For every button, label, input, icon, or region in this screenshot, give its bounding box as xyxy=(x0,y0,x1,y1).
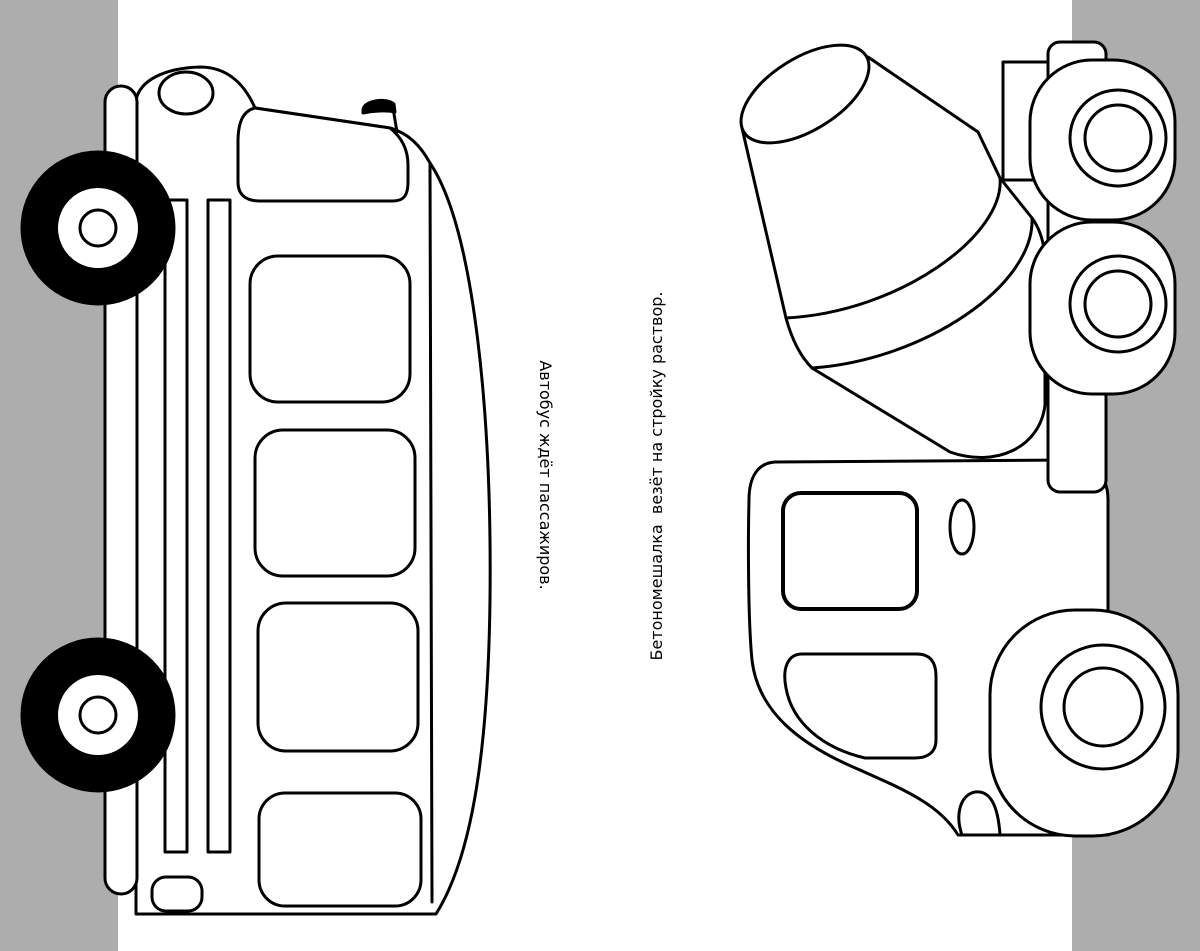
bus-window xyxy=(253,428,417,578)
bus-stripe xyxy=(163,198,189,854)
mixer-hub xyxy=(1083,269,1153,339)
bus-drawing xyxy=(20,65,492,916)
mixer-door-handle xyxy=(948,498,976,556)
bus-side-crease xyxy=(428,161,434,904)
bus-windshield xyxy=(236,106,410,203)
bus-window xyxy=(256,601,420,753)
mixer-drum xyxy=(740,55,1047,459)
mixer-lower-window xyxy=(783,652,938,760)
mixer-cab-window xyxy=(781,491,919,611)
bus-caption: Автобус ждёт пассажиров. xyxy=(536,360,555,590)
left-gray-band xyxy=(0,0,118,951)
mixer-drum-band-bottom xyxy=(810,216,1034,370)
bus-hub xyxy=(78,695,118,735)
bus-rear-light xyxy=(150,875,204,913)
mixer-rear-wheel xyxy=(1028,220,1177,396)
mixer-drum-opening xyxy=(739,43,871,145)
mixer-front-wheel xyxy=(988,608,1180,838)
bus-wheel xyxy=(20,150,176,306)
cement-mixer-drawing xyxy=(739,40,1180,838)
bus-mirror-arm xyxy=(391,106,399,134)
bus-hub xyxy=(78,208,118,248)
bus-window xyxy=(248,254,412,404)
mixer-drum-band-top xyxy=(784,176,1002,320)
bus-wheel xyxy=(20,637,176,793)
mixer-hub xyxy=(1083,103,1153,173)
bus-stripe xyxy=(206,198,232,854)
mixer-rear-wheel xyxy=(1028,58,1177,222)
mixer-front-light xyxy=(957,790,1002,837)
bus-window xyxy=(257,791,423,908)
bus-headlight xyxy=(157,70,215,116)
cement-mixer-caption: Бетономешалка везёт на стройку раствор. xyxy=(647,291,666,661)
mixer-hub xyxy=(1062,666,1144,748)
bus-mirror xyxy=(361,98,397,115)
